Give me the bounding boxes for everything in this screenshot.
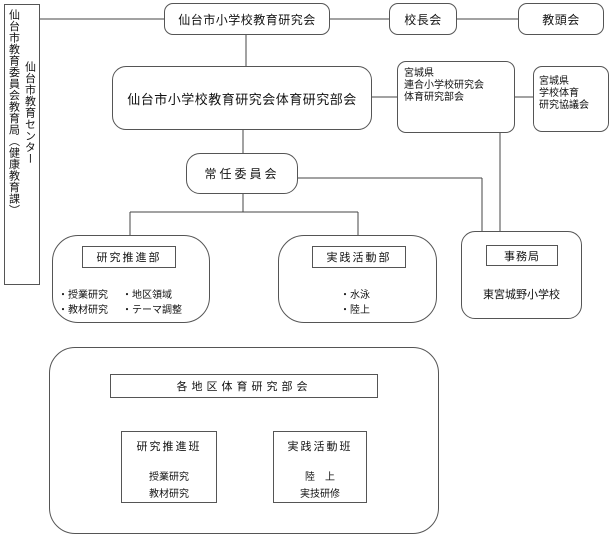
- practice-team-title: 実践活動班: [287, 440, 353, 453]
- miyagi-council-box: 宮城県 学校体育 研究協議会: [533, 66, 609, 132]
- elementary-research-society-label: 仙台市小学校教育研究会: [178, 12, 316, 27]
- practice-item-swimming: ・水泳: [340, 290, 370, 301]
- vice-principals-association-box: 教頭会: [518, 3, 604, 35]
- practice-department-title-box: 実践活動部: [312, 246, 406, 268]
- secretariat-title-box: 事務局: [486, 245, 558, 266]
- research-team-title: 研究推進班: [136, 440, 202, 453]
- miyagi-council-line1: 宮城県: [539, 76, 569, 87]
- district-title: 各地区体育研究部会: [176, 380, 312, 393]
- secretariat-school: 東宮城野小学校: [483, 288, 560, 301]
- practice-team-item-track: 陸 上: [305, 472, 335, 483]
- education-center-box: 仙台市教育センター 仙台市教育委員会教育局（健康教育課）: [4, 4, 40, 285]
- research-item-district: ・地区領域: [122, 290, 172, 301]
- principals-association-box: 校長会: [389, 3, 457, 35]
- research-item-materials: ・教材研究: [58, 305, 108, 316]
- education-center-label: 仙台市教育センター: [23, 60, 37, 165]
- miyagi-council-line3: 研究協議会: [539, 100, 589, 111]
- vice-principals-association-label: 教頭会: [542, 12, 580, 27]
- district-title-box: 各地区体育研究部会: [110, 374, 378, 398]
- standing-committee-box: 常任委員会: [186, 153, 298, 194]
- principals-association-label: 校長会: [404, 12, 442, 27]
- research-item-lesson: ・授業研究: [58, 290, 108, 301]
- miyagi-council-line2: 学校体育: [539, 88, 579, 99]
- research-team-item-lesson: 授業研究: [149, 472, 189, 483]
- practice-department-title: 実践活動部: [326, 251, 392, 264]
- research-item-theme: ・テーマ調整: [122, 305, 182, 316]
- miyagi-union-line1: 宮城県: [404, 68, 434, 79]
- standing-committee-label: 常任委員会: [204, 167, 280, 181]
- practice-team-item-training: 実技研修: [300, 489, 340, 500]
- practice-team-box: 実践活動班 陸 上 実技研修: [273, 431, 367, 503]
- miyagi-union-line2: 連合小学校研究会: [404, 80, 484, 91]
- elementary-research-society-box: 仙台市小学校教育研究会: [164, 3, 330, 35]
- research-department-title-box: 研究推進部: [82, 246, 176, 268]
- practice-item-track: ・陸上: [340, 305, 370, 316]
- miyagi-union-line3: 体育研究部会: [404, 92, 464, 103]
- miyagi-union-box: 宮城県 連合小学校研究会 体育研究部会: [397, 61, 515, 133]
- research-team-box: 研究推進班 授業研究 教材研究: [121, 431, 217, 503]
- research-department-title: 研究推進部: [96, 251, 162, 264]
- secretariat-box: [461, 231, 582, 319]
- research-team-item-materials: 教材研究: [149, 489, 189, 500]
- board-of-education-label: 仙台市教育委員会教育局（健康教育課）: [7, 9, 21, 216]
- pe-research-department-box: 仙台市小学校教育研究会体育研究部会: [112, 66, 372, 130]
- secretariat-title: 事務局: [504, 249, 540, 263]
- pe-research-department-label: 仙台市小学校教育研究会体育研究部会: [127, 92, 357, 108]
